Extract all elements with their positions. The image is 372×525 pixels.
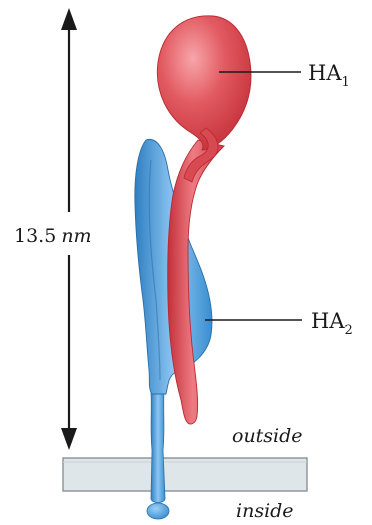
membrane bbox=[63, 458, 307, 491]
ha2-label: HA2 bbox=[311, 309, 353, 338]
ha1-label: HA1 bbox=[308, 61, 350, 90]
outside-label: outside bbox=[232, 425, 303, 447]
inside-label: inside bbox=[236, 500, 294, 522]
arrow-up-icon bbox=[61, 8, 77, 30]
arrow-down-icon bbox=[61, 428, 77, 450]
